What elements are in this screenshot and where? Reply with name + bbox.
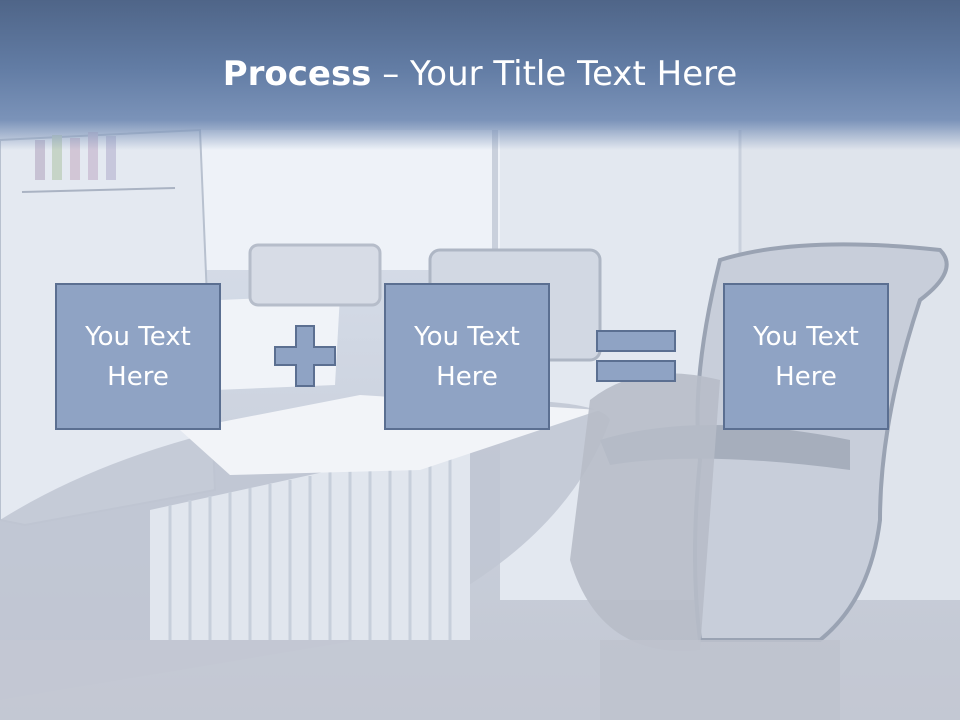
title-band — [0, 0, 960, 150]
equals-icon — [596, 330, 676, 382]
title-regular-text: – Your Title Text Here — [371, 54, 738, 94]
process-box-label: You Text Here — [753, 321, 859, 392]
title-bold-text: Process — [222, 54, 372, 94]
slide-title[interactable]: Process – Your Title Text Here — [0, 50, 960, 98]
process-box-3[interactable]: You Text Here — [723, 283, 889, 430]
process-box-label: You Text Here — [414, 321, 520, 392]
process-box-1[interactable]: You Text Here — [55, 283, 221, 430]
process-box-2[interactable]: You Text Here — [384, 283, 550, 430]
plus-icon — [274, 325, 336, 387]
process-box-label: You Text Here — [85, 321, 191, 392]
